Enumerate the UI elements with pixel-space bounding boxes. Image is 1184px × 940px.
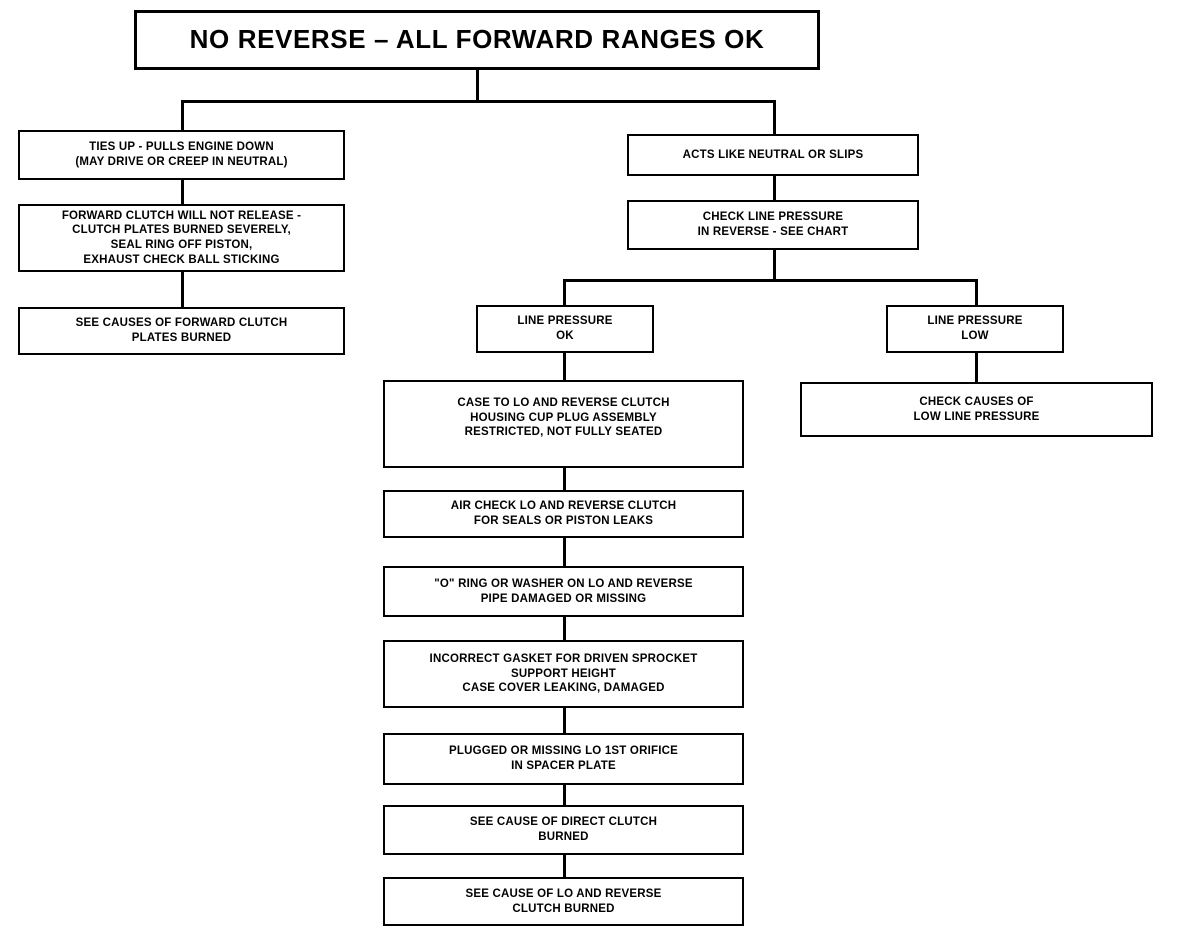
node-check-causes-low-line-pressure-label: CHECK CAUSES OF LOW LINE PRESSURE bbox=[913, 395, 1040, 423]
node-case-to-lo-and-reverse-clutch-label: CASE TO LO AND REVERSE CLUTCH HOUSING CU… bbox=[457, 397, 670, 439]
node-check-line-pressure-label: CHECK LINE PRESSURE IN REVERSE - SEE CHA… bbox=[697, 211, 849, 238]
connector-step-3-to-step-4 bbox=[563, 617, 566, 640]
connector-acts-like-neutral-to-check-line-pressure bbox=[773, 176, 776, 200]
node-root-title: NO REVERSE – ALL FORWARD RANGES OK bbox=[134, 10, 820, 70]
connector-step-2-to-step-3 bbox=[563, 538, 566, 566]
connector-forward-clutch-to-see-causes bbox=[181, 272, 184, 307]
node-see-causes-forward-clutch-plates-burned: SEE CAUSES OF FORWARD CLUTCH PLATES BURN… bbox=[18, 307, 345, 355]
node-root-title-label: NO REVERSE – ALL FORWARD RANGES OK bbox=[189, 24, 765, 55]
node-o-ring-or-washer-label: "O" RING OR WASHER ON LO AND REVERSE PIP… bbox=[434, 577, 693, 605]
connector-bus-to-ties-up bbox=[181, 100, 184, 130]
node-plugged-or-missing-lo-1st-orifice: PLUGGED OR MISSING LO 1ST ORIFICE IN SPA… bbox=[383, 733, 744, 785]
node-acts-like-neutral-or-slips: ACTS LIKE NEUTRAL OR SLIPS bbox=[627, 134, 919, 176]
connector-bus-to-acts-like-neutral bbox=[773, 100, 776, 134]
node-forward-clutch-will-not-release-label: FORWARD CLUTCH WILL NOT RELEASE - CLUTCH… bbox=[61, 209, 302, 266]
node-ties-up-label: TIES UP - PULLS ENGINE DOWN (MAY DRIVE O… bbox=[75, 141, 288, 168]
node-incorrect-gasket-driven-sprocket: INCORRECT GASKET FOR DRIVEN SPROCKET SUP… bbox=[383, 640, 744, 708]
node-plugged-or-missing-lo-1st-orifice-label: PLUGGED OR MISSING LO 1ST ORIFICE IN SPA… bbox=[449, 745, 678, 772]
node-incorrect-gasket-driven-sprocket-label: INCORRECT GASKET FOR DRIVEN SPROCKET SUP… bbox=[429, 652, 698, 695]
connector-bus-to-line-pressure-low bbox=[975, 279, 978, 305]
connector-step-5-to-step-6 bbox=[563, 785, 566, 805]
node-see-causes-forward-clutch-plates-burned-label: SEE CAUSES OF FORWARD CLUTCH PLATES BURN… bbox=[75, 317, 288, 344]
connector-step-6-to-step-7 bbox=[563, 855, 566, 877]
node-check-causes-low-line-pressure: CHECK CAUSES OF LOW LINE PRESSURE bbox=[800, 382, 1153, 437]
connector-pressure-split-bus bbox=[563, 279, 977, 282]
node-see-cause-direct-clutch-burned-label: SEE CAUSE OF DIRECT CLUTCH BURNED bbox=[469, 816, 658, 843]
connector-step-4-to-step-5 bbox=[563, 708, 566, 733]
node-line-pressure-low: LINE PRESSURE LOW bbox=[886, 305, 1064, 353]
node-ties-up: TIES UP - PULLS ENGINE DOWN (MAY DRIVE O… bbox=[18, 130, 345, 180]
node-case-to-lo-and-reverse-clutch: CASE TO LO AND REVERSE CLUTCH HOUSING CU… bbox=[383, 380, 744, 468]
connector-ties-up-to-forward-clutch bbox=[181, 180, 184, 204]
node-see-cause-direct-clutch-burned: SEE CAUSE OF DIRECT CLUTCH BURNED bbox=[383, 805, 744, 855]
connector-step-1-to-step-2 bbox=[563, 468, 566, 490]
node-line-pressure-low-label: LINE PRESSURE LOW bbox=[927, 315, 1023, 342]
connector-root-stem bbox=[476, 70, 479, 100]
node-line-pressure-ok: LINE PRESSURE OK bbox=[476, 305, 654, 353]
connector-bus-to-line-pressure-ok bbox=[563, 279, 566, 305]
connector-check-line-pressure-stem bbox=[773, 250, 776, 279]
connector-line-pressure-ok-to-step-1 bbox=[563, 353, 566, 380]
connector-top-bus bbox=[181, 100, 776, 103]
node-air-check-lo-and-reverse-clutch-label: AIR CHECK LO AND REVERSE CLUTCH FOR SEAL… bbox=[450, 500, 677, 527]
node-check-line-pressure: CHECK LINE PRESSURE IN REVERSE - SEE CHA… bbox=[627, 200, 919, 250]
node-see-cause-lo-and-reverse-clutch-burned-label: SEE CAUSE OF LO AND REVERSE CLUTCH BURNE… bbox=[465, 887, 662, 915]
node-air-check-lo-and-reverse-clutch: AIR CHECK LO AND REVERSE CLUTCH FOR SEAL… bbox=[383, 490, 744, 538]
node-line-pressure-ok-label: LINE PRESSURE OK bbox=[517, 315, 613, 342]
node-acts-like-neutral-or-slips-label: ACTS LIKE NEUTRAL OR SLIPS bbox=[682, 148, 864, 161]
node-o-ring-or-washer: "O" RING OR WASHER ON LO AND REVERSE PIP… bbox=[383, 566, 744, 617]
node-see-cause-lo-and-reverse-clutch-burned: SEE CAUSE OF LO AND REVERSE CLUTCH BURNE… bbox=[383, 877, 744, 926]
connector-line-pressure-low-to-check-causes bbox=[975, 353, 978, 382]
node-forward-clutch-will-not-release: FORWARD CLUTCH WILL NOT RELEASE - CLUTCH… bbox=[18, 204, 345, 272]
